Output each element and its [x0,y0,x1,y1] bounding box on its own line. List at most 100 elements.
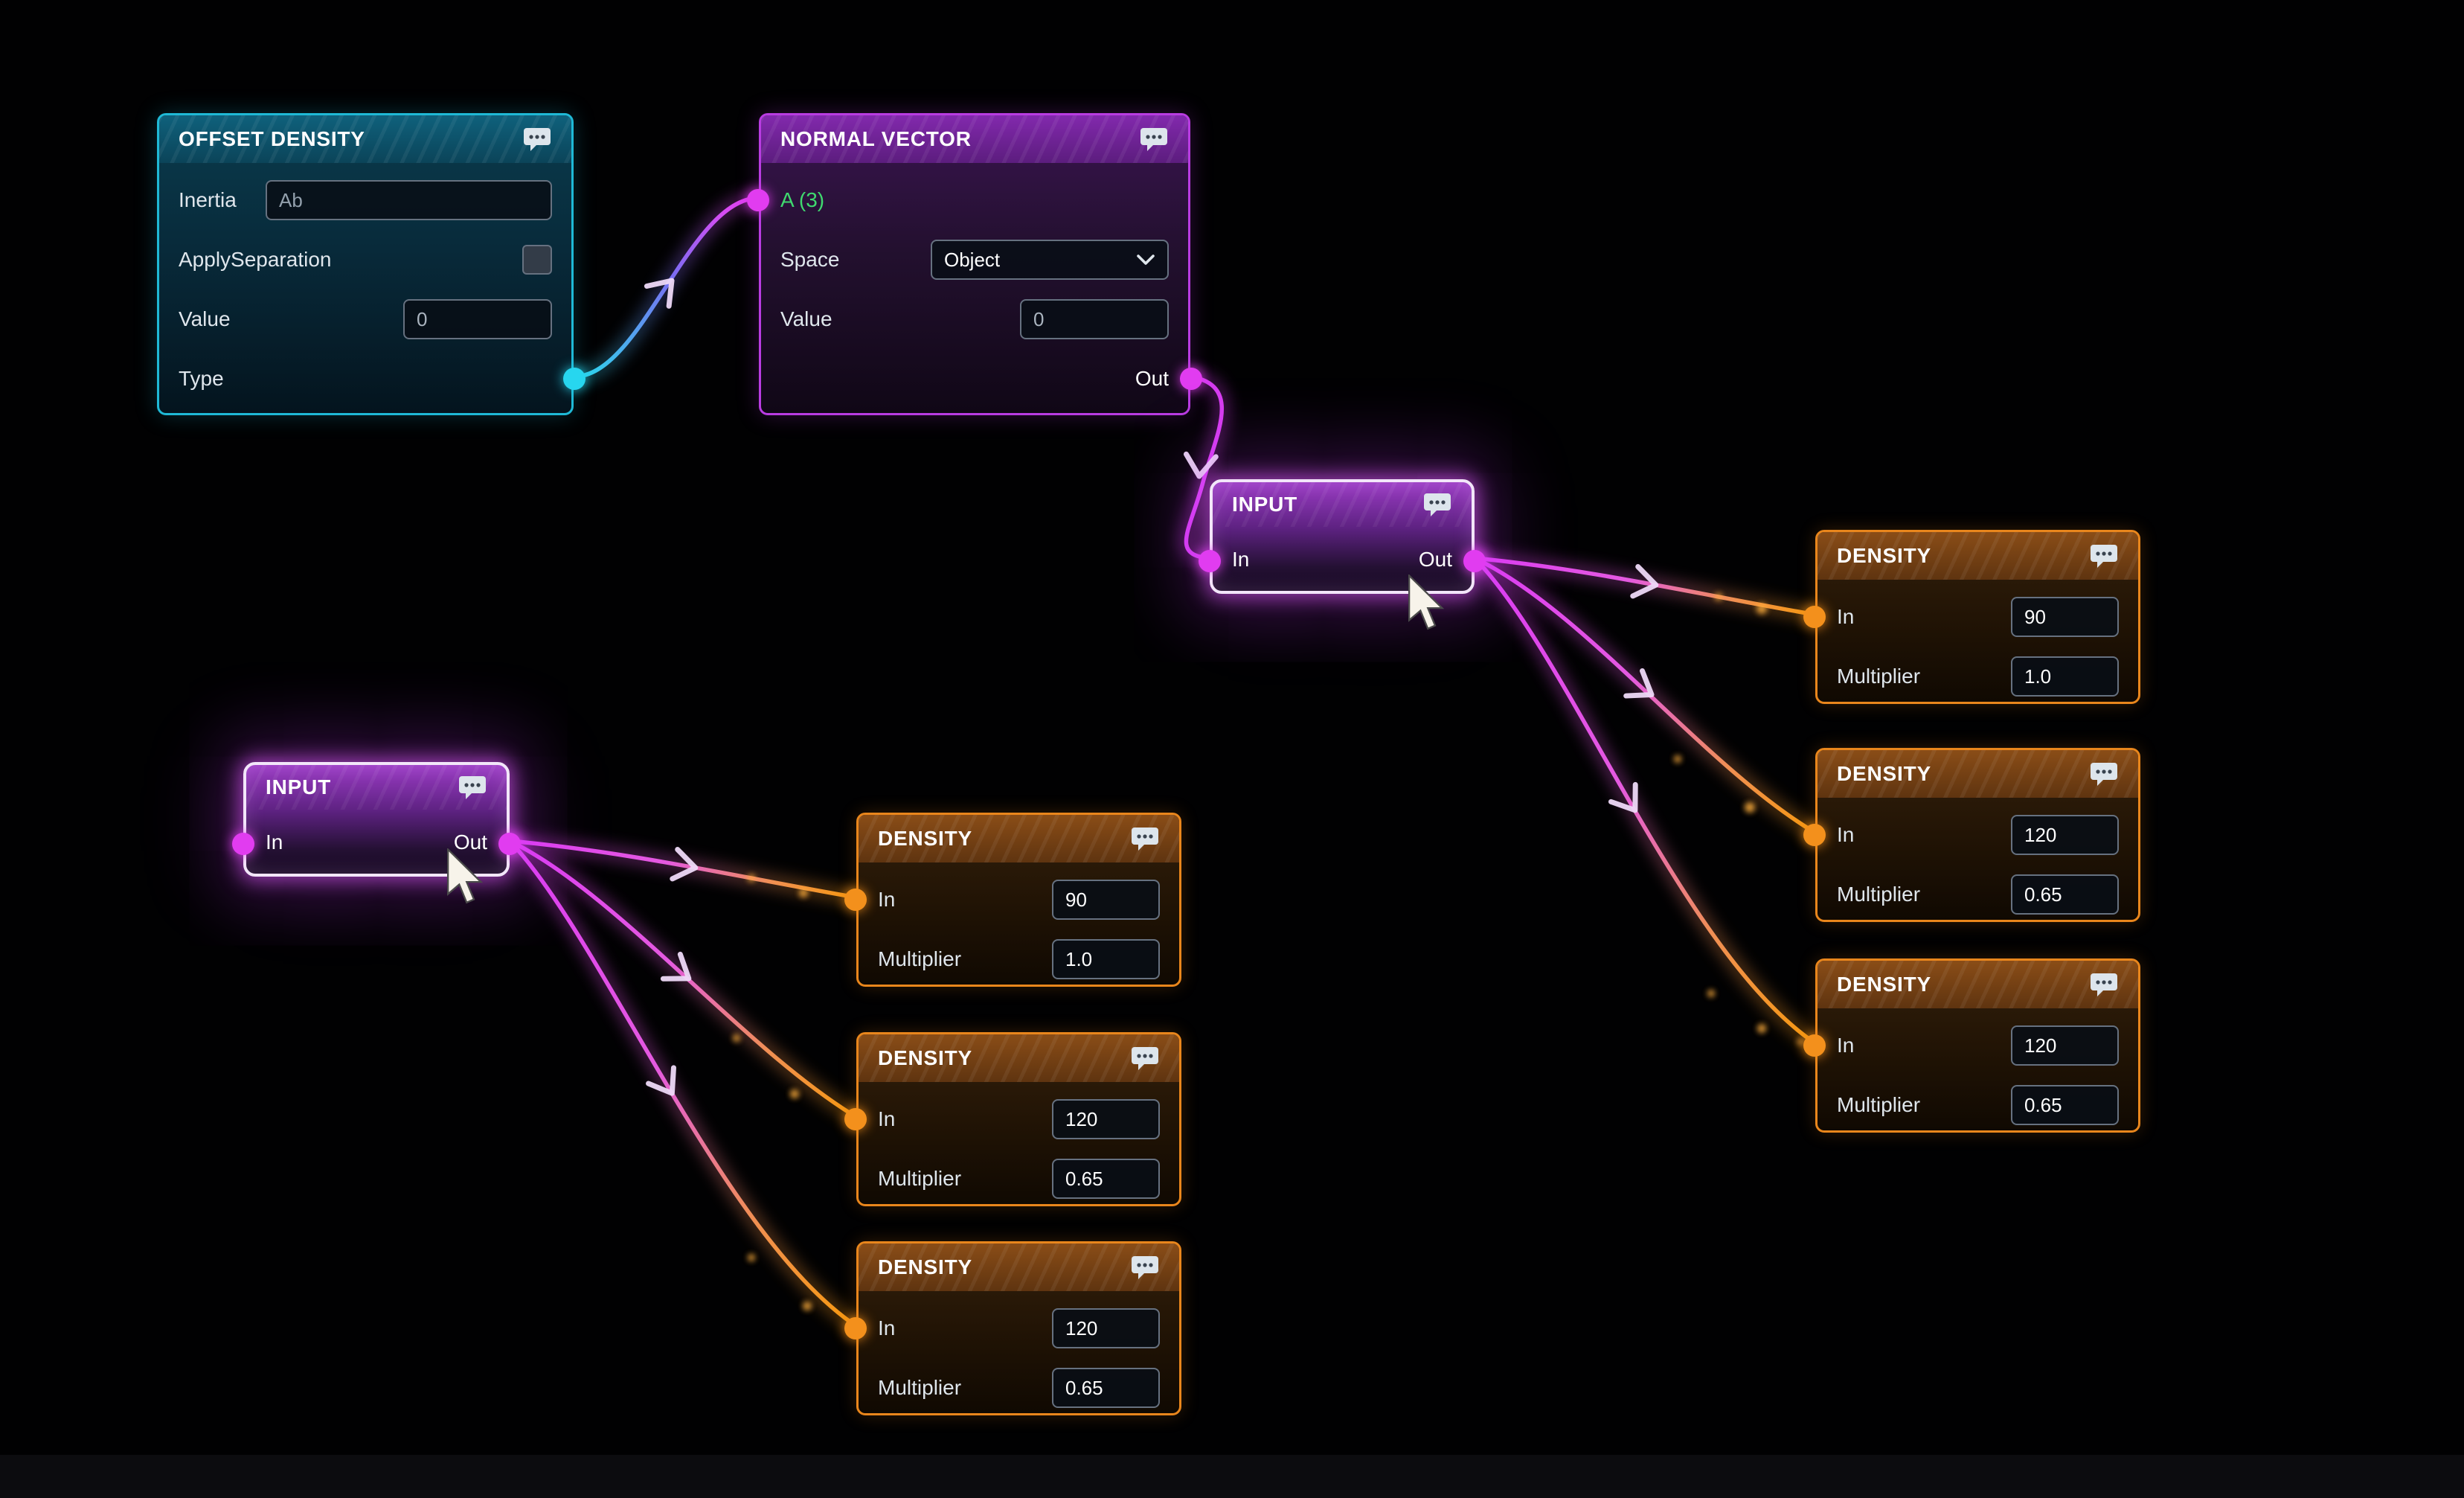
out-port[interactable] [1463,550,1486,572]
wire-sparkles [733,593,1803,1310]
input-node-upper[interactable]: INPUT In Out [1199,479,1486,594]
in-port[interactable] [844,889,867,911]
comment-icon[interactable] [1130,1046,1160,1071]
density-header[interactable]: DENSITY [859,1034,1179,1082]
wire-input-to-density-r2[interactable] [1467,551,1823,840]
comment-bubble-icon [1132,828,1158,851]
in-row: In [1817,1016,2138,1075]
in-port[interactable] [1199,550,1221,572]
multiplier-label: Multiplier [878,947,962,970]
normal-vector-header[interactable]: NORMAL VECTOR [761,115,1188,163]
density-header[interactable]: DENSITY [859,815,1179,862]
offset-density-node[interactable]: OFFSET DENSITY Inertia ApplySeparation V… [157,113,585,415]
node-title: INPUT [266,775,331,798]
density-header[interactable]: DENSITY [1817,750,2138,798]
density-header[interactable]: DENSITY [1817,961,2138,1008]
density-node-l2[interactable]: DENSITY In Multiplier [844,1032,1181,1209]
value-input[interactable] [403,299,552,339]
density-node-r1[interactable]: DENSITY In Multiplier [1803,530,2140,704]
out-label: Out [1418,548,1452,571]
node-title: DENSITY [878,1046,972,1069]
node-title: DENSITY [1837,973,1931,996]
value-row: Value [761,289,1188,349]
comment-bubble-icon [2091,545,2117,568]
density-node-l1[interactable]: DENSITY In Multiplier [844,813,1181,989]
density-node-l3[interactable]: DENSITY In Multiplier [844,1241,1181,1418]
in-port[interactable] [1803,824,1826,846]
comment-icon[interactable] [458,775,487,800]
multiplier-row: Multiplier [859,1358,1179,1418]
value-input[interactable] [1020,299,1169,339]
comment-icon[interactable] [1130,826,1160,851]
input-node-header[interactable]: INPUT [246,765,507,810]
in-port[interactable] [232,833,254,855]
multiplier-input[interactable] [1052,939,1160,979]
inertia-input[interactable] [266,180,552,220]
in-port[interactable] [1803,606,1826,628]
multiplier-input[interactable] [2011,656,2119,697]
a-input-label: A (3) [780,188,825,211]
wire-input-to-density-l2[interactable] [502,833,864,1124]
normal-vector-node[interactable]: NORMAL VECTOR A (3) Space Object [747,113,1202,415]
a-input-port[interactable] [747,189,769,211]
space-row: Space Object [761,230,1188,289]
multiplier-input[interactable] [2011,1085,2119,1125]
input-node-lower[interactable]: INPUT In Out [232,762,521,877]
multiplier-input[interactable] [1052,1368,1160,1408]
inertia-row: Inertia [159,170,571,230]
density-node-r2[interactable]: DENSITY In Multiplier [1803,748,2140,922]
in-port[interactable] [1803,1034,1826,1057]
density-node-r3[interactable]: DENSITY In Multiplier [1803,958,2140,1135]
comment-icon[interactable] [2089,543,2119,569]
out-port[interactable] [1180,368,1202,390]
in-label: In [1837,1034,1855,1057]
value-label: Value [179,307,231,330]
in-input[interactable] [1052,1308,1160,1348]
value-row: Value [159,289,571,349]
in-input[interactable] [1052,1099,1160,1139]
in-input[interactable] [2011,1025,2119,1066]
multiplier-row: Multiplier [1817,1075,2138,1135]
density-header[interactable]: DENSITY [859,1243,1179,1291]
in-label: In [1837,823,1855,846]
wire-input-to-density-r1[interactable] [1467,551,1823,622]
mouse-cursor-lower [443,847,487,912]
comment-icon[interactable] [2089,972,2119,997]
comment-icon[interactable] [1422,492,1452,517]
space-dropdown[interactable]: Object [931,240,1169,280]
space-label: Space [780,248,840,271]
offset-density-header[interactable]: OFFSET DENSITY [159,115,571,163]
inertia-label: Inertia [179,188,237,211]
wire-input-to-density-r3[interactable] [1467,551,1823,1051]
wire-offset-to-normal[interactable] [566,191,766,385]
multiplier-row: Multiplier [859,1149,1179,1209]
comment-icon[interactable] [1130,1255,1160,1280]
wire-input-to-density-l1[interactable] [502,833,864,905]
in-input[interactable] [1052,880,1160,920]
comment-icon[interactable] [1139,127,1169,152]
multiplier-input[interactable] [2011,874,2119,915]
in-input[interactable] [2011,597,2119,637]
apply-separation-checkbox[interactable] [522,245,552,275]
comment-bubble-icon [1140,128,1167,151]
comment-icon[interactable] [522,127,552,152]
in-input[interactable] [2011,815,2119,855]
comment-icon[interactable] [2089,761,2119,787]
multiplier-input[interactable] [1052,1159,1160,1199]
multiplier-label: Multiplier [1837,1093,1921,1116]
comment-bubble-icon [459,776,486,799]
type-output-port[interactable] [563,368,585,390]
space-selected-value: Object [944,248,1001,271]
in-label: In [878,1316,896,1339]
multiplier-row: Multiplier [859,929,1179,989]
wire-input-to-density-l3[interactable] [502,833,864,1334]
in-port[interactable] [844,1317,867,1339]
density-header[interactable]: DENSITY [1817,532,2138,580]
wire-normal-to-input[interactable] [1178,369,1230,566]
in-port[interactable] [844,1108,867,1130]
input-node-header[interactable]: INPUT [1213,482,1472,527]
in-row: In [859,1299,1179,1358]
in-row: In [859,1089,1179,1149]
out-port[interactable] [498,833,521,855]
